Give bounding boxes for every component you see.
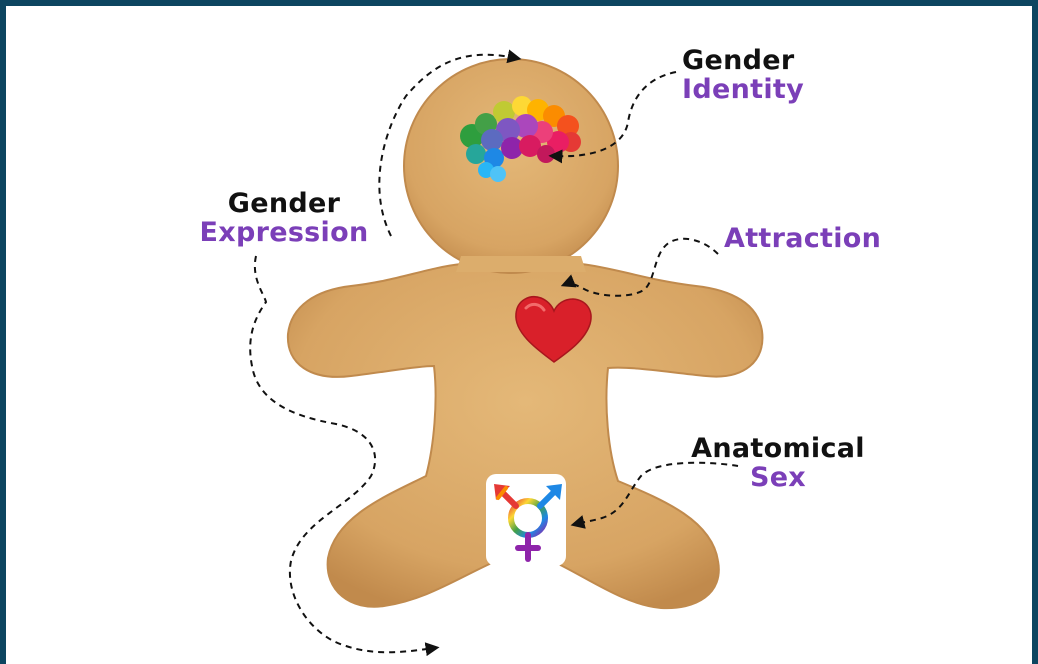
diagram-art	[6, 6, 1032, 664]
label-anatomical-sex-line1: Anatomical	[678, 434, 878, 463]
label-gender-expression-line1: Gender	[189, 189, 379, 218]
cookie-head	[404, 59, 618, 273]
label-anatomical-sex-line2: Sex	[678, 463, 878, 492]
label-gender-identity: Gender Identity	[682, 46, 804, 104]
label-gender-expression-line2: Expression	[189, 218, 379, 247]
diagram-canvas: Gender Identity Gender Expression Attrac…	[6, 6, 1032, 664]
label-gender-identity-line1: Gender	[682, 46, 804, 75]
label-gender-expression: Gender Expression	[189, 189, 379, 247]
label-anatomical-sex: Anatomical Sex	[678, 434, 878, 492]
label-attraction: Attraction	[724, 224, 881, 253]
label-gender-identity-line2: Identity	[682, 75, 804, 104]
transgender-symbol-icon	[486, 474, 566, 566]
